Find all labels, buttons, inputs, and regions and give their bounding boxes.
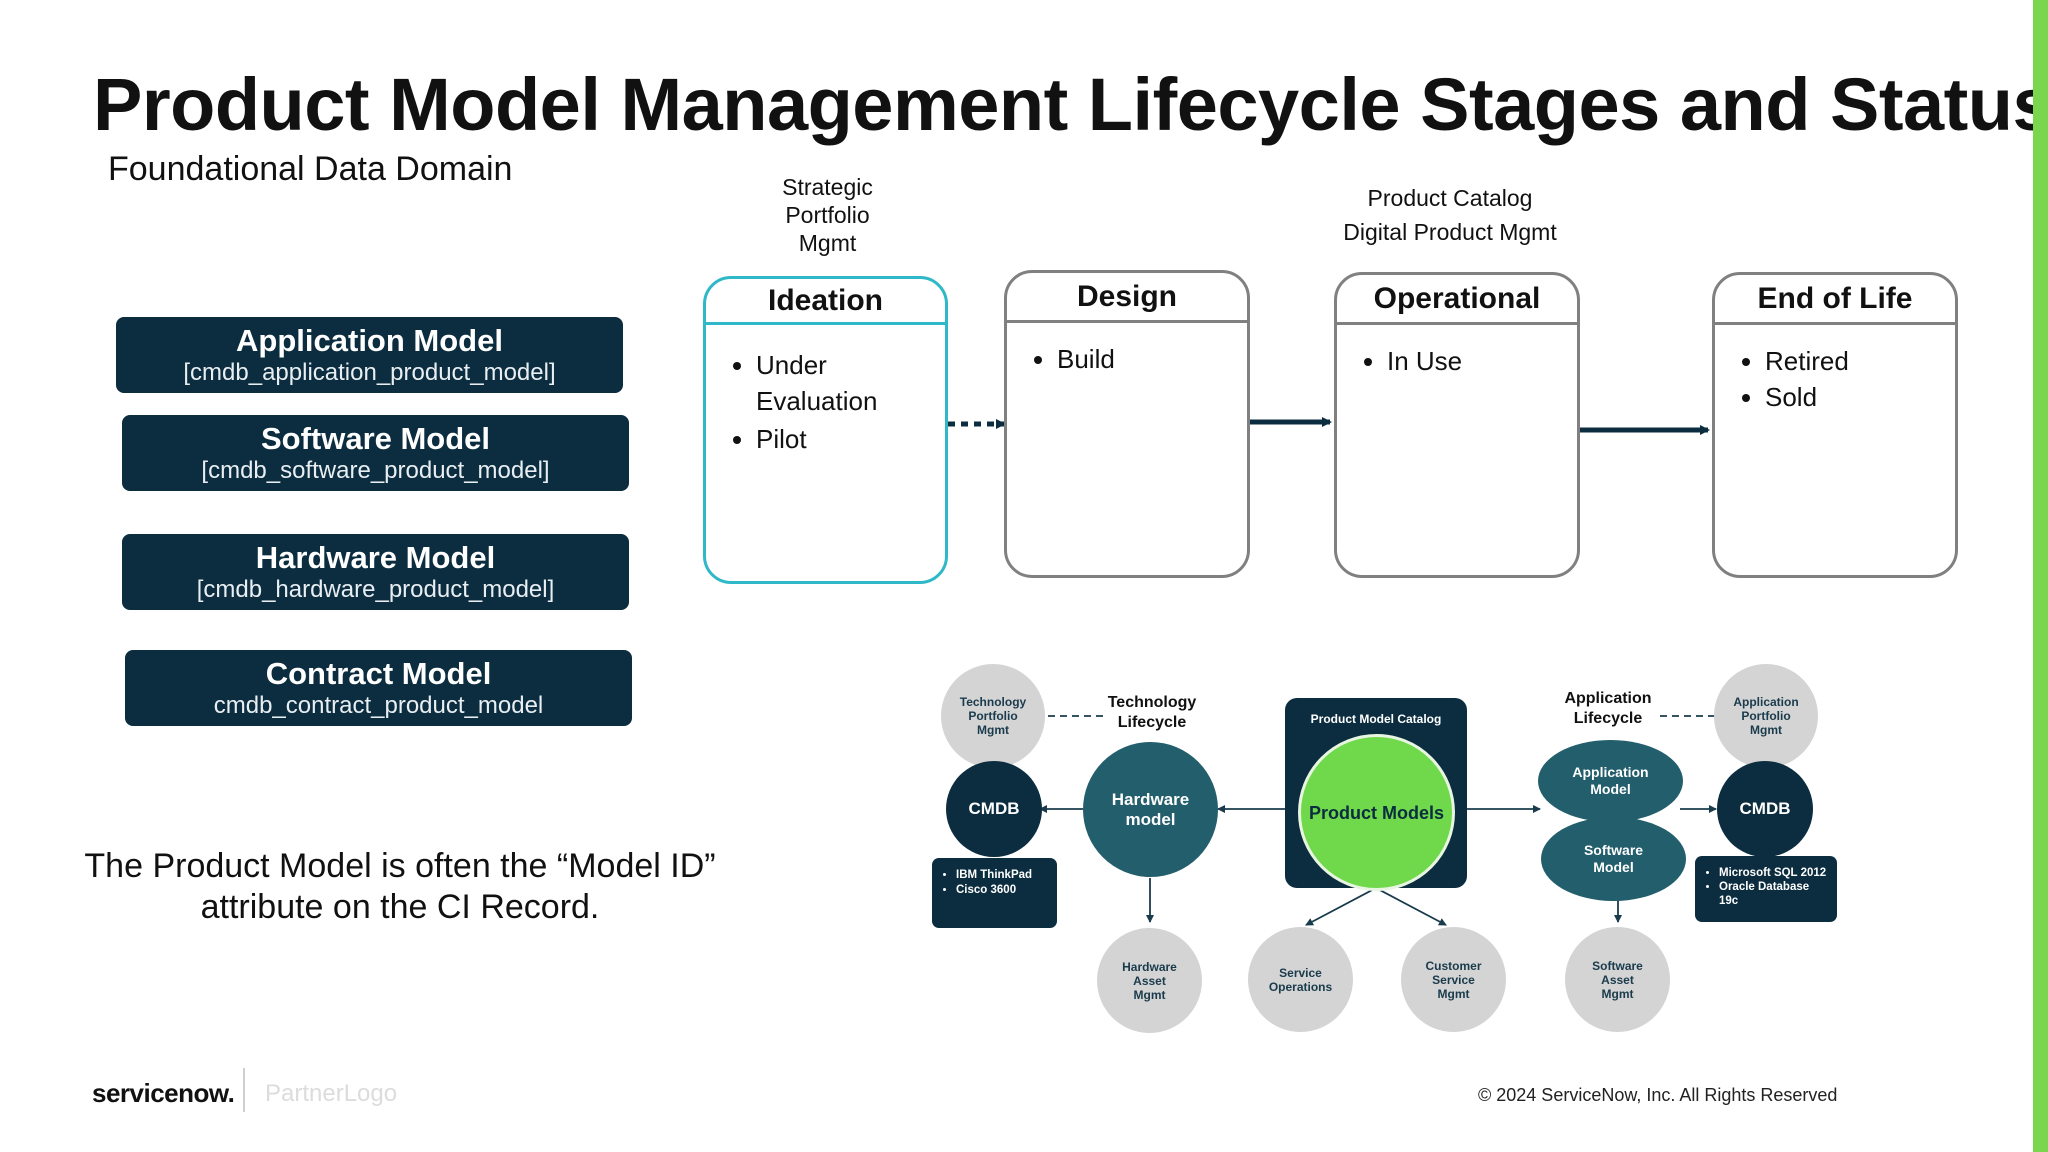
product-catalog-label: Product Catalog	[1367, 185, 1533, 211]
catalog-to-customer-arrow	[1375, 887, 1447, 926]
strategic-portfolio-label: Strategic Portfolio Mgmt	[782, 174, 873, 256]
stage-design: Design Build	[1004, 270, 1250, 578]
product-models-circle: Product Models	[1298, 734, 1455, 891]
catalog-title: Product Model Catalog	[1310, 712, 1442, 726]
logo-text: servicenow.	[92, 1078, 235, 1108]
cmdb-left-circle: CMDB	[946, 761, 1042, 857]
contract-model-box: Contract Model cmdb_contract_product_mod…	[125, 650, 632, 726]
accent-bar	[2033, 0, 2048, 1152]
application-model-box: Application Model [cmdb_application_prod…	[116, 317, 623, 393]
service-operations-circle: Service Operations	[1248, 927, 1353, 1032]
stage-title: Ideation	[706, 279, 945, 325]
software-model-ellipse: Software Model	[1541, 817, 1686, 901]
status-item: Pilot	[756, 421, 945, 457]
left-ci-box: IBM ThinkPad Cisco 3600	[932, 858, 1057, 928]
ci-item: IBM ThinkPad	[956, 868, 1049, 883]
app-lifecycle-label: Application Lifecycle	[1564, 690, 1652, 727]
status-item: Retired	[1765, 343, 1955, 379]
right-ci-box: Microsoft SQL 2012 Oracle Database 19c	[1695, 856, 1837, 922]
model-name: Contract Model	[265, 656, 492, 691]
model-name: Hardware Model	[255, 540, 496, 575]
hardware-model-circle: Hardware model	[1083, 742, 1218, 877]
catalog-to-serviceops-arrow	[1305, 887, 1377, 926]
ci-list: IBM ThinkPad Cisco 3600	[932, 858, 1057, 906]
status-list: Under Evaluation Pilot	[706, 347, 945, 457]
model-name: Software Model	[260, 421, 491, 456]
status-list: Build	[1007, 341, 1247, 377]
model-id-note: The Product Model is often the “Model ID…	[84, 847, 716, 926]
page-subtitle: Foundational Data Domain	[108, 150, 513, 188]
ci-item: Oracle Database 19c	[1719, 880, 1829, 908]
status-list: Retired Sold	[1715, 343, 1955, 415]
application-model-ellipse: Application Model	[1538, 740, 1683, 822]
stage-title: End of Life	[1715, 275, 1955, 325]
app-portfolio-circle: Application Portfolio Mgmt	[1714, 664, 1818, 768]
status-item: Build	[1057, 341, 1247, 377]
ci-item: Microsoft SQL 2012	[1719, 866, 1829, 880]
stage-operational: Operational In Use	[1334, 272, 1580, 578]
software-model-box: Software Model [cmdb_software_product_mo…	[122, 415, 629, 491]
stage-ideation: Ideation Under Evaluation Pilot	[703, 276, 948, 584]
model-table: [cmdb_software_product_model]	[201, 457, 550, 484]
status-item: In Use	[1387, 343, 1577, 379]
stage-title: Operational	[1337, 275, 1577, 325]
footer-divider	[243, 1068, 245, 1112]
ci-list: Microsoft SQL 2012 Oracle Database 19c	[1695, 856, 1837, 916]
model-table: cmdb_contract_product_model	[213, 692, 544, 719]
servicenow-logo: servicenow.	[92, 1078, 235, 1109]
partner-logo: PartnerLogo	[265, 1080, 398, 1107]
digital-product-label: Digital Product Mgmt	[1343, 219, 1557, 245]
page-title: Product Model Management Lifecycle Stage…	[93, 63, 2048, 146]
model-table: [cmdb_application_product_model]	[183, 359, 556, 386]
cmdb-right-circle: CMDB	[1717, 761, 1813, 857]
stage-end-of-life: End of Life Retired Sold	[1712, 272, 1958, 578]
status-item: Under Evaluation	[756, 347, 945, 419]
copyright-text: © 2024 ServiceNow, Inc. All Rights Reser…	[1478, 1085, 1838, 1105]
hardware-asset-circle: Hardware Asset Mgmt	[1097, 928, 1202, 1033]
tech-portfolio-circle: Technology Portfolio Mgmt	[941, 664, 1045, 768]
customer-service-circle: Customer Service Mgmt	[1401, 927, 1506, 1032]
software-asset-circle: Software Asset Mgmt	[1565, 927, 1670, 1032]
hardware-model-box: Hardware Model [cmdb_hardware_product_mo…	[122, 534, 629, 610]
model-name: Application Model	[236, 323, 503, 358]
ci-item: Cisco 3600	[956, 883, 1049, 898]
status-item: Sold	[1765, 379, 1955, 415]
tech-lifecycle-label: Technology Lifecycle	[1107, 694, 1197, 731]
model-table: [cmdb_hardware_product_model]	[196, 576, 555, 603]
status-list: In Use	[1337, 343, 1577, 379]
stage-title: Design	[1007, 273, 1247, 323]
